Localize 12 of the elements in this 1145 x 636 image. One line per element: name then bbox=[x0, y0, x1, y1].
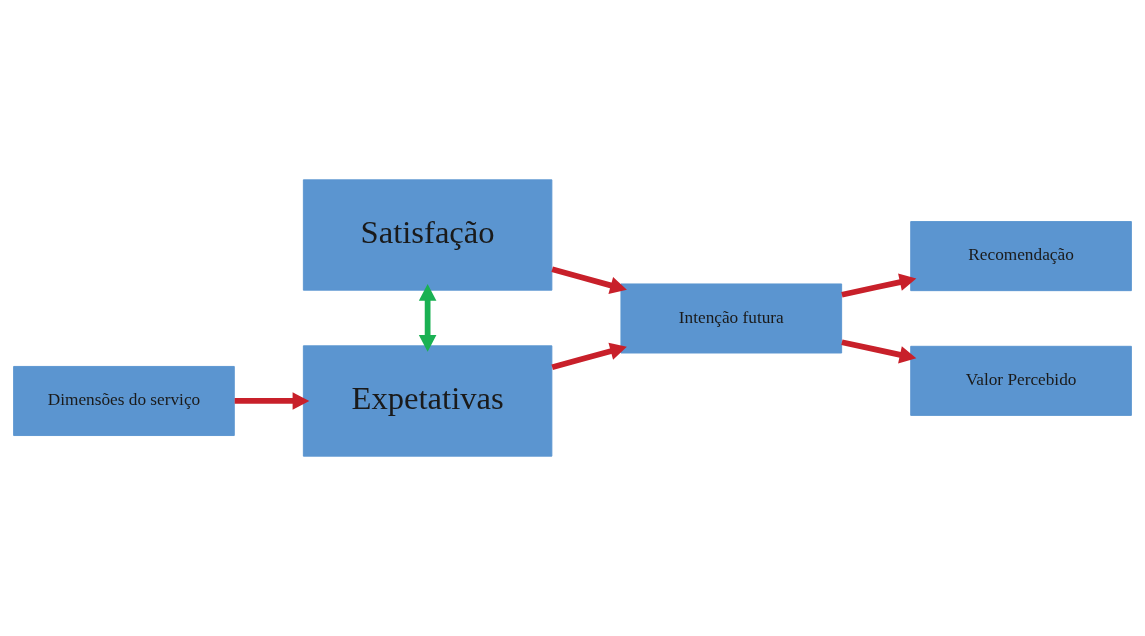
node-box: Intenção futura bbox=[620, 283, 843, 354]
node-box: Recomendação bbox=[910, 221, 1132, 292]
node-box: Dimensões do serviço bbox=[13, 365, 235, 436]
arrow bbox=[551, 266, 627, 294]
arrow bbox=[841, 273, 917, 298]
node-box: Valor Percebido bbox=[910, 345, 1132, 416]
node-box: Satisfação bbox=[302, 179, 553, 291]
arrow bbox=[841, 339, 917, 364]
arrow bbox=[551, 342, 627, 370]
node-box: Expetativas bbox=[302, 345, 553, 457]
arrow bbox=[234, 392, 310, 410]
arrow bbox=[418, 284, 437, 352]
